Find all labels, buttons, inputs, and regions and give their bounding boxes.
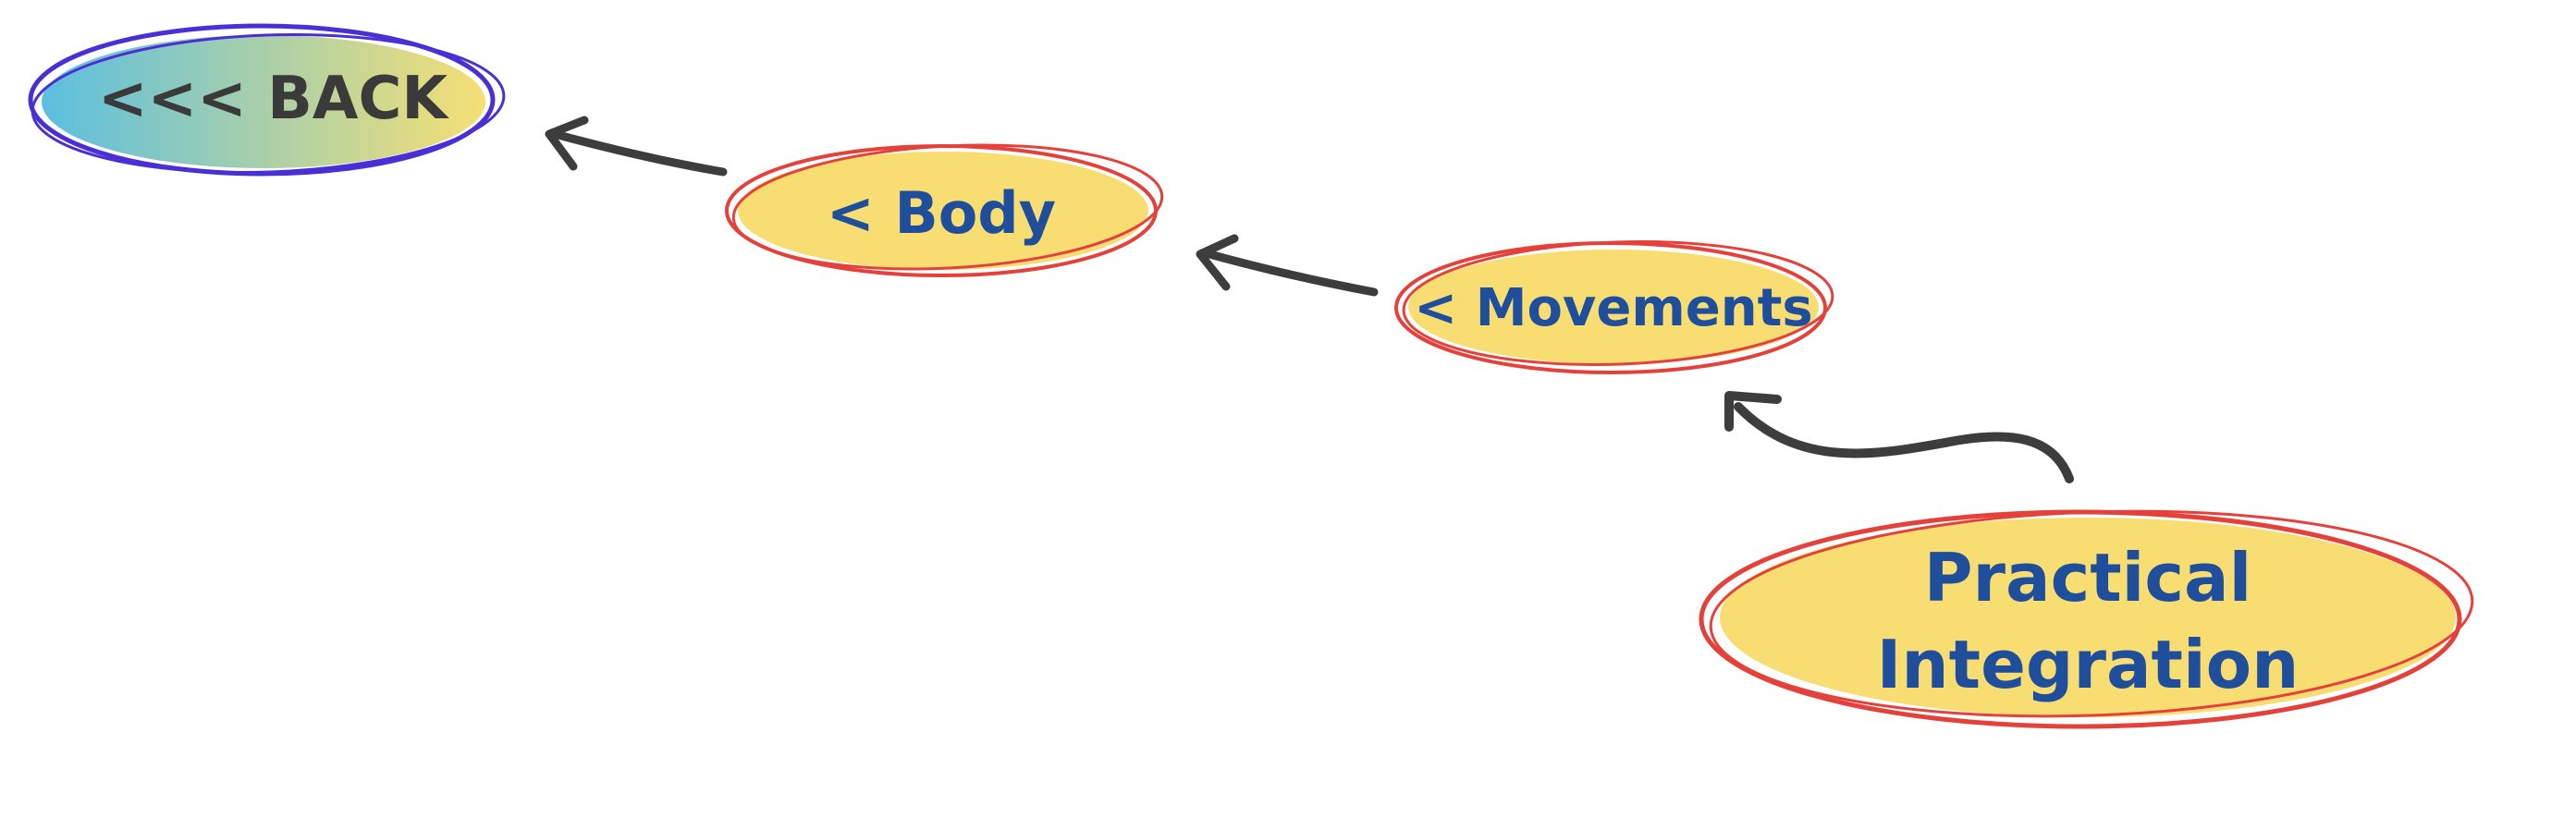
back-button[interactable]: <<< BACK — [28, 23, 507, 180]
current-page-node: Practical Integration — [1699, 509, 2474, 729]
movements-node-fill — [1408, 250, 1819, 364]
current-node-fill — [1720, 518, 2456, 717]
back-button-outline — [28, 23, 496, 177]
arrow-head — [1196, 234, 1239, 291]
arrow-head — [545, 116, 589, 171]
back-button-fill — [42, 35, 485, 168]
movements-node-outline-2 — [1402, 240, 1834, 366]
body-node-outline-2 — [731, 143, 1164, 271]
arrow-shaft — [1205, 250, 1379, 297]
body-node-fill — [738, 152, 1148, 270]
breadcrumb-body[interactable]: < Body — [725, 135, 1165, 279]
current-node-label-line2: Integration — [1877, 626, 2300, 703]
back-button-label: <<< BACK — [98, 65, 449, 133]
movements-node-label: < Movements — [1414, 278, 1812, 338]
back-button-outline-2 — [31, 33, 506, 174]
current-node-label-line1: Practical — [1924, 539, 2252, 616]
arrow-current-to-movements — [1724, 391, 2074, 483]
current-node-outline-2 — [1709, 509, 2474, 718]
arrow-body-to-back — [545, 116, 728, 177]
arrow-shaft — [1734, 402, 2074, 483]
arrow-head — [1724, 391, 1782, 432]
breadcrumb-movements[interactable]: < Movements — [1394, 235, 1834, 374]
body-node-label: < Body — [827, 179, 1056, 247]
arrow-shaft — [550, 129, 728, 177]
arrow-movements-to-body — [1196, 234, 1379, 297]
